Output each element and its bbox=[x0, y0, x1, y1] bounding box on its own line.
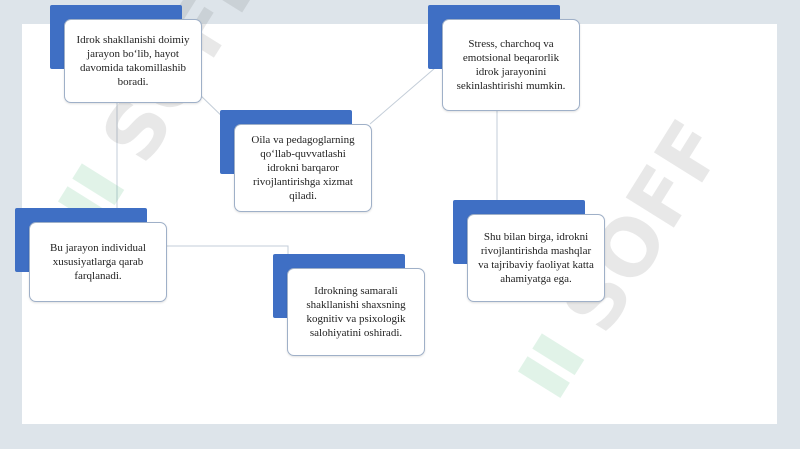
node-text: Idrokning samarali shakllanishi shaxsnin… bbox=[287, 268, 425, 356]
node-text: Oila va pedagoglarning qo‘llab-quvvatlas… bbox=[234, 124, 372, 212]
node-text: Shu bilan birga, idrokni rivojlantirishd… bbox=[467, 214, 605, 302]
node-text: Bu jarayon individual xususiyatlarga qar… bbox=[29, 222, 167, 302]
connector-n4-n5 bbox=[152, 245, 289, 256]
node-text: Idrok shakllanishi doimiy jarayon bo‘lib… bbox=[64, 19, 202, 103]
connector-n3-n2 bbox=[369, 67, 436, 125]
node-text: Stress, charchoq va emotsional beqarorli… bbox=[442, 19, 580, 111]
